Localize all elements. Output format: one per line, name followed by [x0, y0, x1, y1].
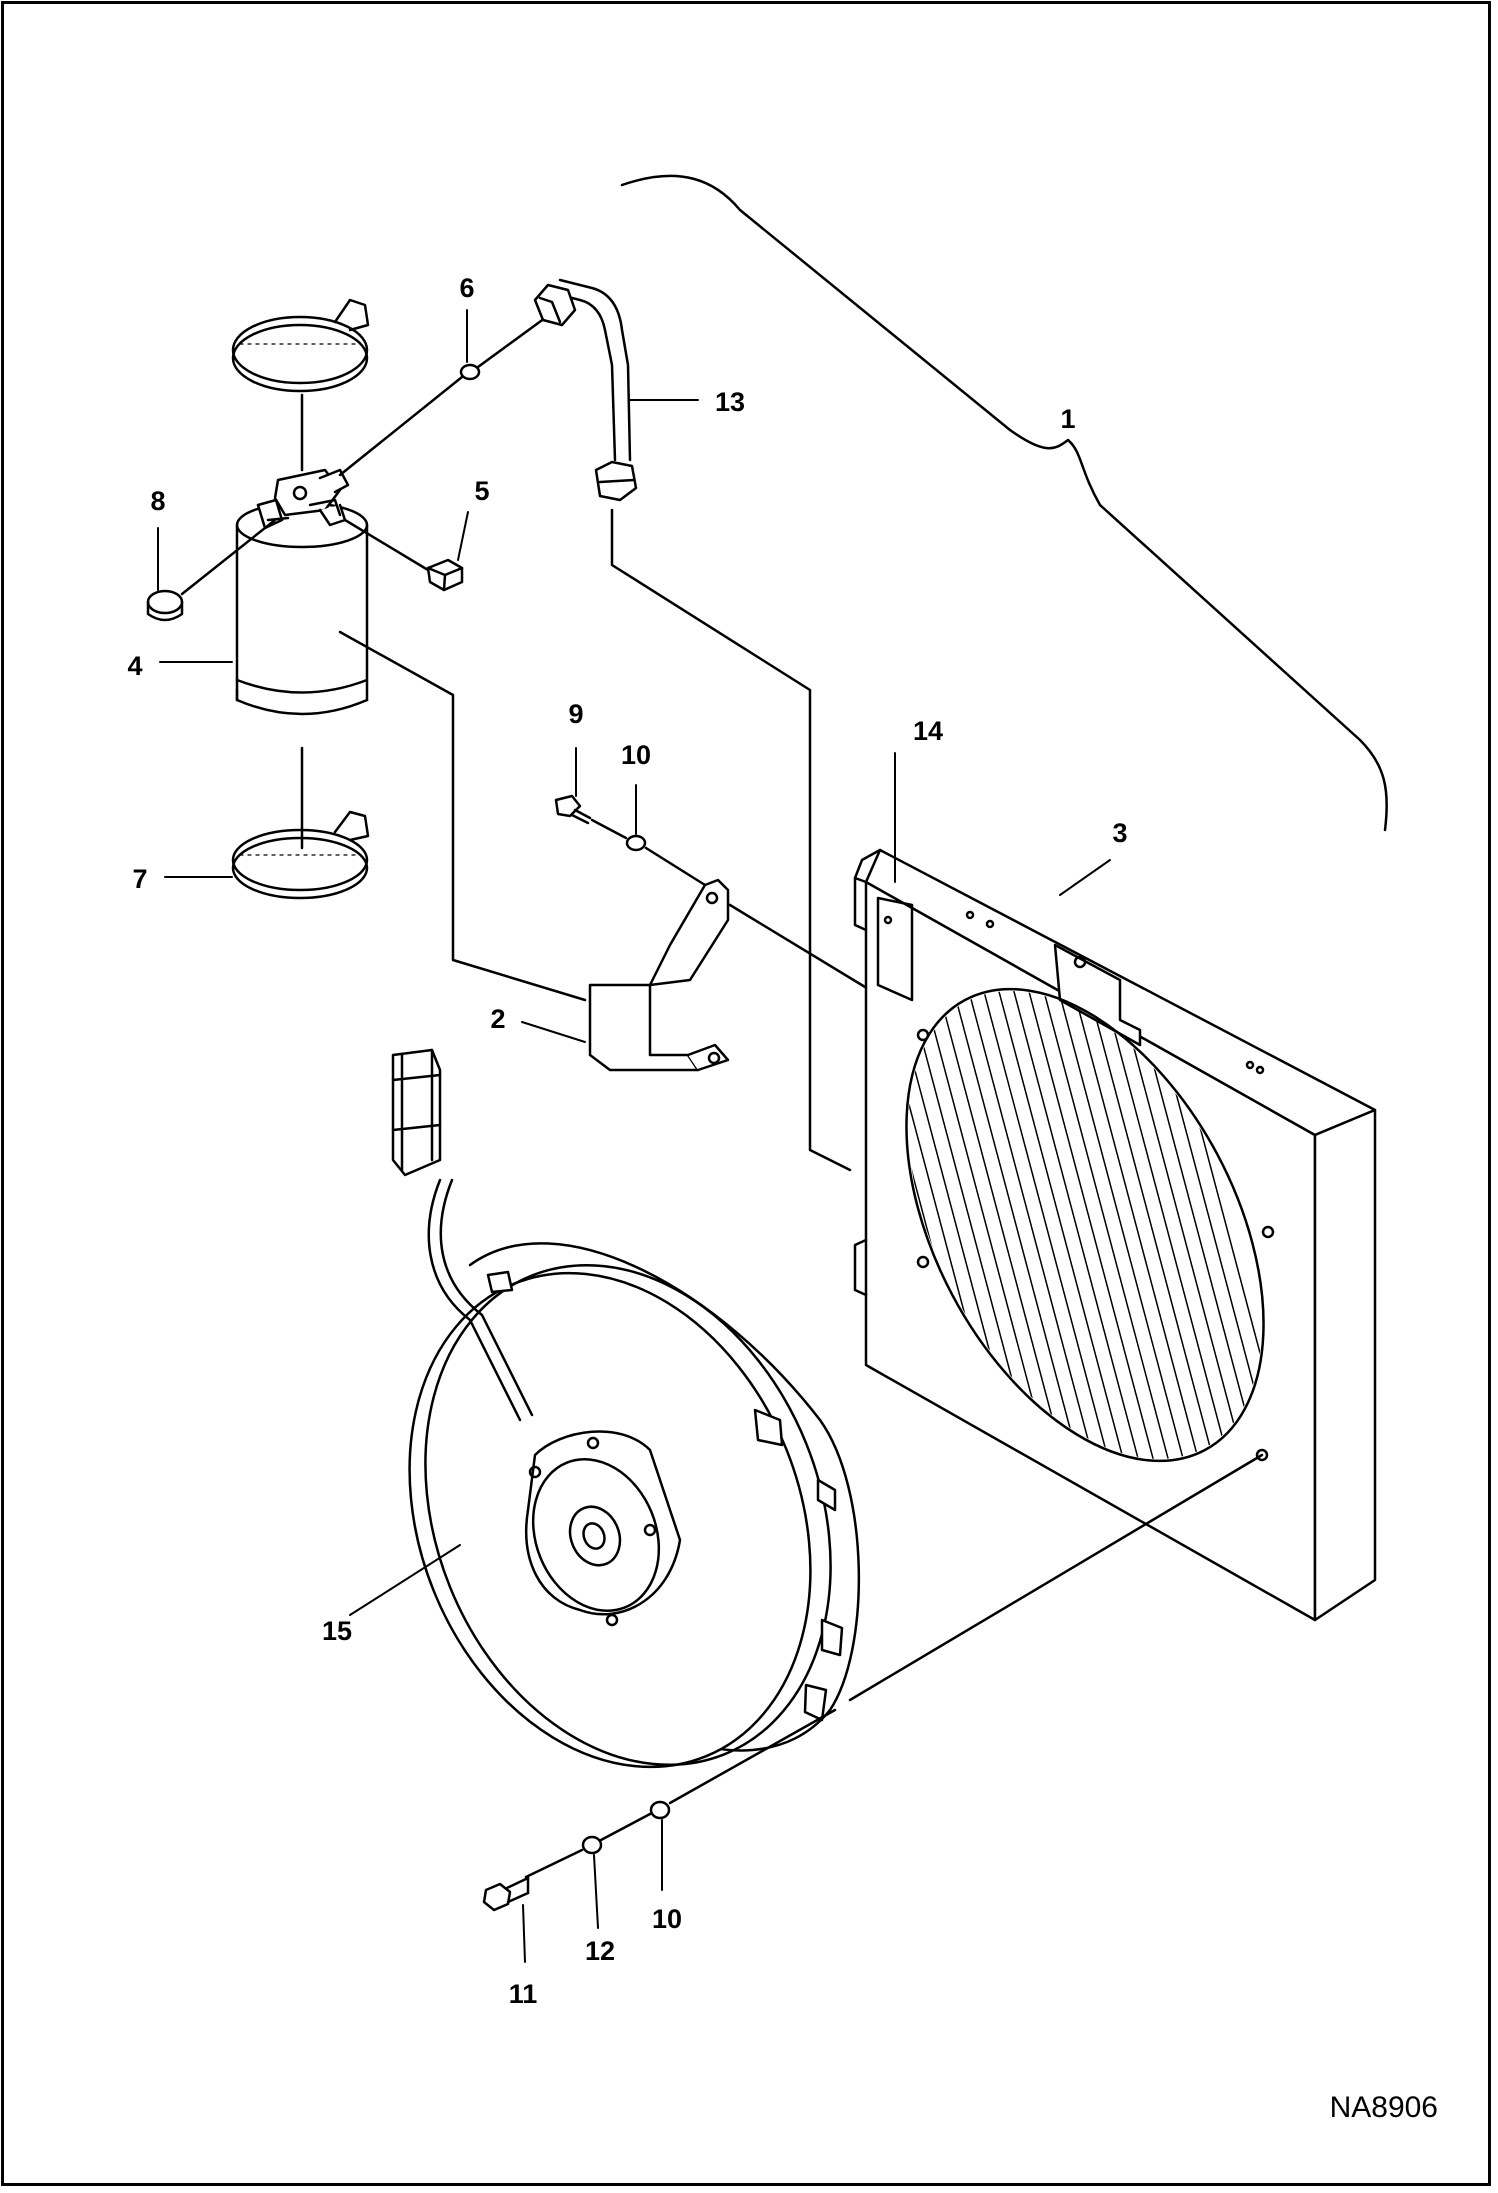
mounting-bracket	[588, 878, 730, 1072]
axis-10-15	[668, 1708, 837, 1805]
callout-8: 8	[150, 486, 165, 516]
lockwasher-part-12	[581, 1835, 603, 1855]
leader-13-to-3	[610, 508, 852, 1172]
callout-4: 4	[127, 651, 142, 681]
condenser-radiator	[853, 848, 1377, 1622]
hose-clamp-lower	[231, 810, 370, 900]
axis-11-12	[524, 1848, 584, 1879]
receiver-drier	[235, 468, 369, 716]
callout-14: 14	[913, 716, 943, 746]
callout-7: 7	[132, 864, 147, 894]
fan-assembly	[391, 1048, 861, 1769]
axis-2-3	[728, 903, 872, 992]
axis-10-2	[644, 846, 707, 887]
axis-6b	[476, 316, 547, 369]
washer-part-10-upper	[625, 834, 647, 852]
callout-10-upper: 10	[621, 740, 651, 770]
callout-15: 15	[322, 1616, 352, 1646]
plug-part-5	[426, 558, 464, 592]
o-ring-part-6	[459, 363, 481, 381]
bolt-part-11	[482, 1876, 530, 1912]
callout-13: 13	[715, 387, 745, 417]
figure-id: NA8906	[1329, 2091, 1438, 2124]
bolt-part-9	[554, 794, 592, 825]
callout-11: 11	[509, 1979, 538, 2009]
callout-3: 3	[1112, 818, 1127, 848]
callout-2: 2	[490, 1004, 505, 1034]
leader-8	[180, 518, 277, 596]
axis-12-10	[599, 1812, 652, 1842]
leader-5-axis	[343, 518, 430, 572]
callout-5: 5	[474, 476, 489, 506]
assembly-brace	[620, 174, 1388, 832]
callout-10-lower: 10	[652, 1904, 682, 1934]
callout-12: 12	[585, 1936, 615, 1966]
callout-9: 9	[568, 699, 583, 729]
cap-part-8	[146, 589, 184, 622]
washer-part-10-lower	[649, 1800, 671, 1820]
axis-15-3	[848, 1453, 1264, 1702]
axis-6	[338, 375, 464, 477]
callout-6: 6	[459, 273, 474, 303]
callout-1: 1	[1060, 404, 1075, 434]
leader-4-to-2	[338, 630, 587, 1002]
callout-leaders	[157, 309, 1111, 1963]
tube-assembly	[533, 278, 638, 502]
hose-clamp-upper	[231, 298, 370, 393]
axis-9-10	[590, 818, 628, 840]
